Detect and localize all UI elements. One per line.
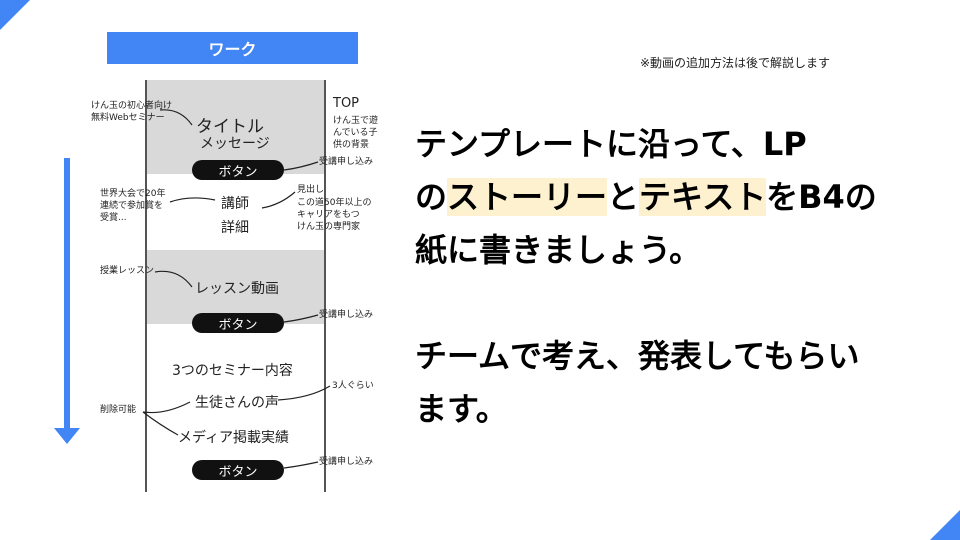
corner-decoration-bottom-right <box>930 510 960 540</box>
annotation-deletable: 削除可能 <box>100 405 137 415</box>
cta-button-1: ボタン <box>192 160 284 180</box>
hero-band <box>147 80 324 174</box>
section-title: タイトル <box>196 117 264 137</box>
cta-button-3: ボタン <box>192 460 284 480</box>
section-media: メディア掲載実績 <box>178 430 290 446</box>
video-note: ※動画の追加方法は後で解説します <box>640 56 831 70</box>
section-lesson-video: レッスン動画 <box>195 281 279 297</box>
section-instructor: 講師 <box>221 196 249 212</box>
section-message: メッセージ <box>200 136 270 152</box>
annotation-lesson: 授業レッスン <box>100 266 155 276</box>
instruction-line-5: ます。 <box>415 390 508 428</box>
annotation-career: この道50年以上の キャリアをもつ けん玉の専門家 <box>297 198 372 232</box>
annotation-top-desc: けん玉で遊 んでいる子 供の背景 <box>333 116 379 150</box>
section-details: 詳細 <box>221 220 249 236</box>
section-voices: 生徒さんの声 <box>195 395 279 411</box>
down-arrow-icon <box>54 428 80 444</box>
instruction-line-2: のストーリーとテキストをB4の <box>415 178 877 216</box>
scroll-arrow-line <box>64 158 70 430</box>
annotation-signup-2: 受講申し込み <box>319 310 374 320</box>
highlight-text: テキスト <box>639 178 767 216</box>
corner-decoration-top-left <box>0 0 30 30</box>
annotation-title-left: けん玉の初心者向け 無料Webセミナー <box>91 101 173 123</box>
instruction-text: テンプレートに沿って、LP のストーリーとテキストをB4の 紙に書きましょう。 … <box>415 118 935 436</box>
highlight-story: ストーリー <box>447 178 608 216</box>
instruction-line-4: チームで考え、発表してもらい <box>415 337 860 375</box>
instruction-line-3: 紙に書きましょう。 <box>415 231 702 269</box>
section-seminar: 3つのセミナー内容 <box>172 363 293 379</box>
annotation-signup-1: 受講申し込み <box>319 157 374 167</box>
annotation-instructor-left: 世界大会で20年 連続で参加賞を 受賞... <box>100 189 166 223</box>
work-label: ワーク <box>107 32 358 64</box>
annotation-voices: 3人ぐらい <box>332 381 374 391</box>
annotation-signup-3: 受講申し込み <box>319 457 374 467</box>
instruction-line-1: テンプレートに沿って、LP <box>415 125 807 163</box>
annotation-top: TOP <box>333 96 360 111</box>
annotation-heading: 見出し <box>297 185 325 195</box>
cta-button-2: ボタン <box>192 313 284 333</box>
